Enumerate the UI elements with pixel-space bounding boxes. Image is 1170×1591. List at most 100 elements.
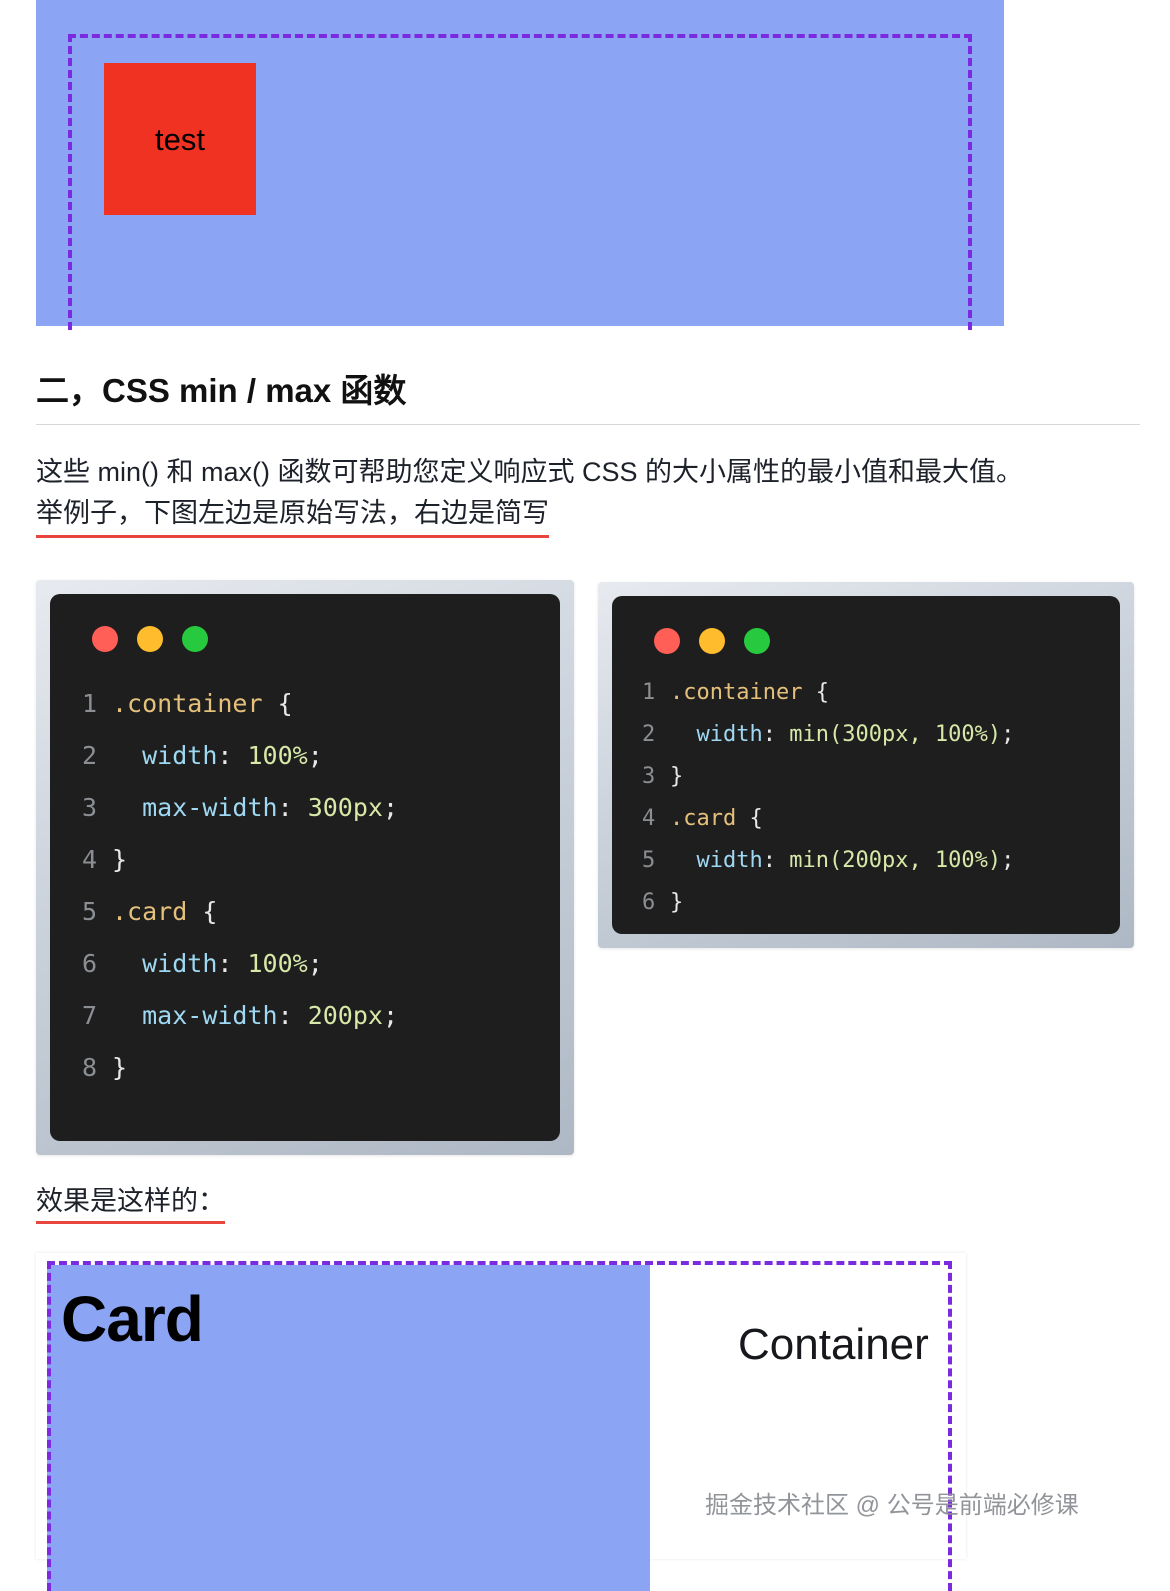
code-line: 2 width: 100%; xyxy=(70,730,542,782)
minimize-dot-icon[interactable] xyxy=(699,628,725,654)
code-token xyxy=(263,689,278,718)
code-line: 5 .card { xyxy=(70,886,542,938)
code-token: : xyxy=(762,722,790,747)
demo-container-label: Container xyxy=(738,1320,929,1369)
code-text: width: min(200px, 100%); xyxy=(670,840,1015,882)
code-line: 2 width: min(300px, 100%); xyxy=(632,714,1102,756)
code-token: } xyxy=(112,1053,128,1082)
test-box-label: test xyxy=(155,121,205,157)
line-number: 6 xyxy=(82,949,98,978)
code-token: width xyxy=(696,848,763,873)
code-token: { xyxy=(815,680,829,705)
close-dot-icon[interactable] xyxy=(654,628,680,654)
code-text: } xyxy=(112,834,127,886)
code-text: .container { xyxy=(112,678,293,730)
code-line: 1 .container { xyxy=(70,678,542,730)
paragraph-line-1: 这些 min() 和 max() 函数可帮助您定义响应式 CSS 的大小属性的最… xyxy=(36,457,1024,487)
code-token: min(300px, 100%) xyxy=(789,722,1002,747)
code-token: width xyxy=(696,722,763,747)
code-token: min(200px, 100%) xyxy=(789,848,1002,873)
intro-paragraph: 这些 min() 和 max() 函数可帮助您定义响应式 CSS 的大小属性的最… xyxy=(36,452,1146,538)
code-token xyxy=(670,848,697,873)
code-token xyxy=(112,1001,142,1030)
code-token: : xyxy=(217,741,248,770)
demo-card-label: Card xyxy=(61,1283,204,1355)
line-number: 2 xyxy=(82,741,98,770)
code-token: ; xyxy=(382,793,399,822)
code-line: 8} xyxy=(70,1042,542,1094)
effect-label-wrapper: 效果是这样的： xyxy=(36,1182,225,1224)
code-text: max-width: 300px; xyxy=(112,782,398,834)
code-token: max-width xyxy=(142,1001,278,1030)
code-token: ; xyxy=(1001,848,1015,873)
line-number: 1 xyxy=(82,689,98,718)
watermark-text: 掘金技术社区 @ 公号是前端必修课 xyxy=(705,1492,1079,1519)
code-line: 4 .card { xyxy=(632,798,1102,840)
code-token: .card xyxy=(112,897,188,926)
code-token: 300px xyxy=(307,793,383,822)
code-token: } xyxy=(670,764,684,789)
code-line: 5 width: min(200px, 100%); xyxy=(632,840,1102,882)
code-line: 6} xyxy=(632,882,1102,924)
maximize-dot-icon[interactable] xyxy=(182,626,208,652)
code-token: ; xyxy=(1001,722,1015,747)
line-number: 1 xyxy=(642,680,656,705)
close-dot-icon[interactable] xyxy=(92,626,118,652)
code-text: .container { xyxy=(670,672,829,714)
line-number: 6 xyxy=(642,890,656,915)
line-number: 4 xyxy=(642,806,656,831)
code-text: } xyxy=(670,882,683,924)
code-token: width xyxy=(142,949,218,978)
minimize-dot-icon[interactable] xyxy=(137,626,163,652)
code-line: 3 max-width: 300px; xyxy=(70,782,542,834)
code-token xyxy=(112,741,142,770)
paragraph-line-2: 举例子，下图左边是原始写法，右边是简写 xyxy=(36,493,549,538)
code-token: ; xyxy=(307,949,323,978)
code-comparison-row: 1.container {2 width: 100%;3 max-width: … xyxy=(36,580,1146,1160)
code-line: 3} xyxy=(632,756,1102,798)
code-token: max-width xyxy=(142,793,278,822)
code-line: 1 .container { xyxy=(632,672,1102,714)
code-token xyxy=(670,722,697,747)
code-window-original: 1.container {2 width: 100%;3 max-width: … xyxy=(50,594,560,1141)
code-token: .container xyxy=(112,689,263,718)
code-lines-shorthand: 1.container {2 width: min(300px, 100%);3… xyxy=(632,672,1102,924)
code-text: .card { xyxy=(112,886,217,938)
code-token xyxy=(736,806,749,831)
code-block-shorthand-frame: 1.container {2 width: min(300px, 100%);3… xyxy=(598,582,1134,948)
code-line: 4} xyxy=(70,834,542,886)
flex-demo-container: test xyxy=(36,0,1004,330)
code-token xyxy=(112,793,142,822)
code-token: ; xyxy=(382,1001,399,1030)
line-number: 5 xyxy=(82,897,98,926)
line-number: 4 xyxy=(82,845,98,874)
line-number: 5 xyxy=(642,848,656,873)
line-number: 3 xyxy=(82,793,98,822)
code-text: width: min(300px, 100%); xyxy=(670,714,1015,756)
window-controls-shorthand xyxy=(654,628,1102,654)
code-token: .card xyxy=(670,806,737,831)
dashed-outline xyxy=(68,34,972,330)
code-block-original-frame: 1.container {2 width: 100%;3 max-width: … xyxy=(36,580,574,1155)
effect-label: 效果是这样的： xyxy=(36,1182,225,1224)
code-text: .card { xyxy=(670,798,763,840)
minmax-demo-container: Card Container xyxy=(36,1253,966,1591)
code-token: } xyxy=(670,890,684,915)
code-token: 100% xyxy=(247,949,308,978)
line-number: 3 xyxy=(642,764,656,789)
demo-dashed-outline xyxy=(47,1261,952,1591)
code-text: width: 100%; xyxy=(112,938,323,990)
code-token: { xyxy=(749,806,763,831)
code-token xyxy=(112,949,142,978)
code-line: 6 width: 100%; xyxy=(70,938,542,990)
demo-card: Card xyxy=(47,1265,650,1591)
code-token xyxy=(802,680,815,705)
code-token xyxy=(187,897,202,926)
code-window-shorthand: 1.container {2 width: min(300px, 100%);3… xyxy=(612,596,1120,934)
test-box: test xyxy=(104,63,256,215)
heading-divider xyxy=(36,423,1140,425)
maximize-dot-icon[interactable] xyxy=(744,628,770,654)
line-number: 8 xyxy=(82,1053,98,1082)
paragraph-line-2-wrapper: 举例子，下图左边是原始写法，右边是简写 xyxy=(36,493,1146,538)
code-token: { xyxy=(277,689,293,718)
